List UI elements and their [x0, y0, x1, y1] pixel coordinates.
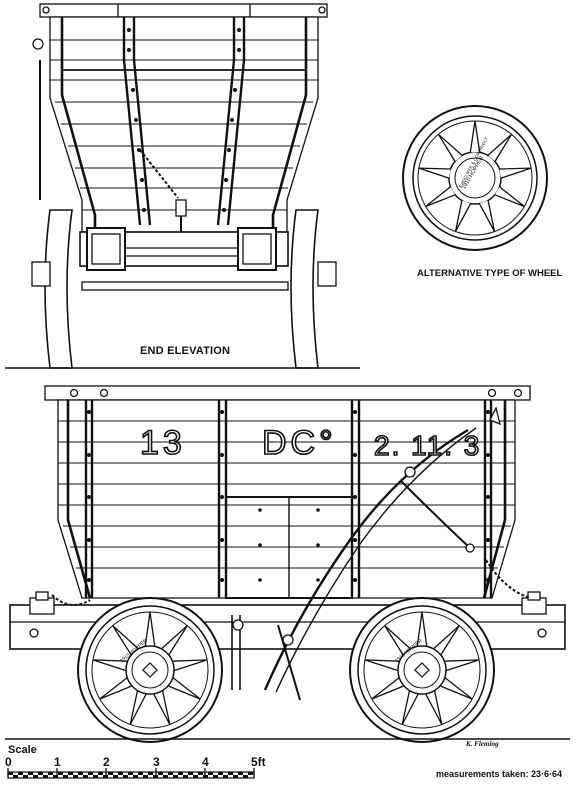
end-planks: [50, 39, 318, 211]
scale-tick-2: 2: [103, 755, 110, 769]
wheel-spoke: [494, 186, 525, 208]
wheel-spoke: [172, 659, 208, 672]
end-buffer-left: [86, 227, 126, 271]
wheel-spoke: [469, 120, 481, 153]
end-elevation-view: [5, 3, 360, 369]
scale-bar: [7, 768, 255, 779]
scale-tick-3: 3: [153, 755, 160, 769]
wheel-spoke: [437, 133, 463, 162]
wheel-spoke: [153, 690, 171, 725]
wheel-spoke: [129, 690, 147, 725]
side-wheel-left: [77, 597, 223, 743]
scale-tick-1: 1: [54, 755, 61, 769]
end-vertical-straps: [122, 17, 246, 226]
draughtsman-signature: K. Fleming: [466, 740, 499, 748]
date-marking: 2. 11. 3: [373, 429, 482, 462]
end-chain: [139, 149, 179, 199]
wheel-spoke: [416, 611, 428, 647]
wagon-number: 13: [139, 423, 186, 463]
wheel-spoke: [144, 611, 156, 647]
wheel-spoke: [401, 690, 419, 725]
side-planks: [58, 420, 515, 569]
wheel-spoke: [384, 625, 411, 656]
scale-tick-4: 4: [202, 755, 209, 769]
wheel-spoke: [433, 625, 460, 656]
owner-marking: DC°: [261, 423, 337, 463]
wheel-spoke: [99, 677, 133, 700]
wheel-spoke: [499, 167, 532, 179]
side-top-rail: [44, 385, 531, 401]
alternative-wheel-spokes: [418, 120, 532, 232]
wheel-spoke: [92, 659, 128, 672]
scale-title: Scale: [8, 744, 37, 756]
wheel-spoke: [112, 625, 139, 656]
wheel-spoke: [444, 659, 480, 672]
scale-tick-0: 0: [5, 755, 12, 769]
wheel-spoke: [439, 677, 473, 700]
end-top-rail: [39, 3, 328, 18]
measurements-date: measurements taken: 23·6·64: [436, 769, 563, 779]
side-wheel-right: [349, 597, 495, 743]
wheel-spoke: [425, 690, 443, 725]
end-wheel-left: [44, 209, 73, 369]
wheel-spoke: [478, 200, 496, 232]
side-elevation-view: [5, 385, 570, 743]
wheel-spoke: [161, 625, 188, 656]
wheel-spoke: [167, 677, 201, 700]
wheel-spoke: [418, 167, 451, 179]
wheel-spoke: [364, 659, 400, 672]
end-elevation-label: END ELEVATION: [140, 345, 231, 357]
wheel-spoke: [487, 133, 513, 162]
end-wheel-right: [290, 209, 319, 369]
alternative-wheel-view: 1910 HOPPER: [402, 105, 548, 251]
alternative-wheel-label: ALTERNATIVE TYPE OF WHEEL: [417, 268, 563, 279]
wheel-spoke: [454, 200, 472, 232]
end-buffer-right: [237, 227, 277, 271]
scale-tick-5: 5ft: [251, 755, 266, 769]
wheel-spoke: [425, 186, 456, 208]
wheel-spoke: [371, 677, 405, 700]
